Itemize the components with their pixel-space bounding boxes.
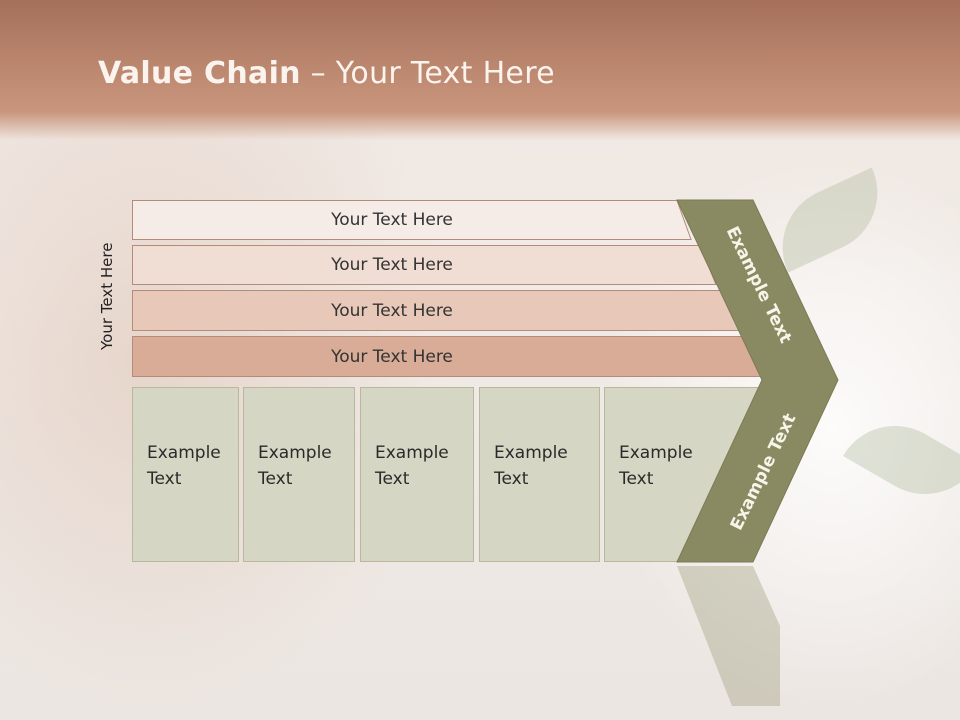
value-chain-chevron[interactable] [672, 198, 842, 568]
row-label: Your Text Here [331, 210, 453, 230]
row-label: Your Text Here [331, 255, 453, 275]
value-row-4[interactable]: Your Text Here [132, 336, 765, 377]
value-row-3[interactable]: Your Text Here [132, 290, 740, 331]
row-label: Your Text Here [331, 346, 453, 367]
value-row-2[interactable]: Your Text Here [132, 245, 717, 285]
title-bold: Value Chain [98, 56, 301, 91]
slide-title[interactable]: Value Chain – Your Text Here [98, 56, 555, 91]
value-row-1[interactable]: Your Text Here [132, 200, 692, 240]
title-rest: – Your Text Here [300, 56, 555, 91]
title-bar [0, 0, 960, 140]
row-shape [132, 200, 692, 240]
chevron-reflection [677, 566, 780, 706]
row-shape [132, 245, 717, 285]
side-label-text: Your Text Here [98, 242, 116, 350]
row-label: Your Text Here [331, 300, 453, 321]
